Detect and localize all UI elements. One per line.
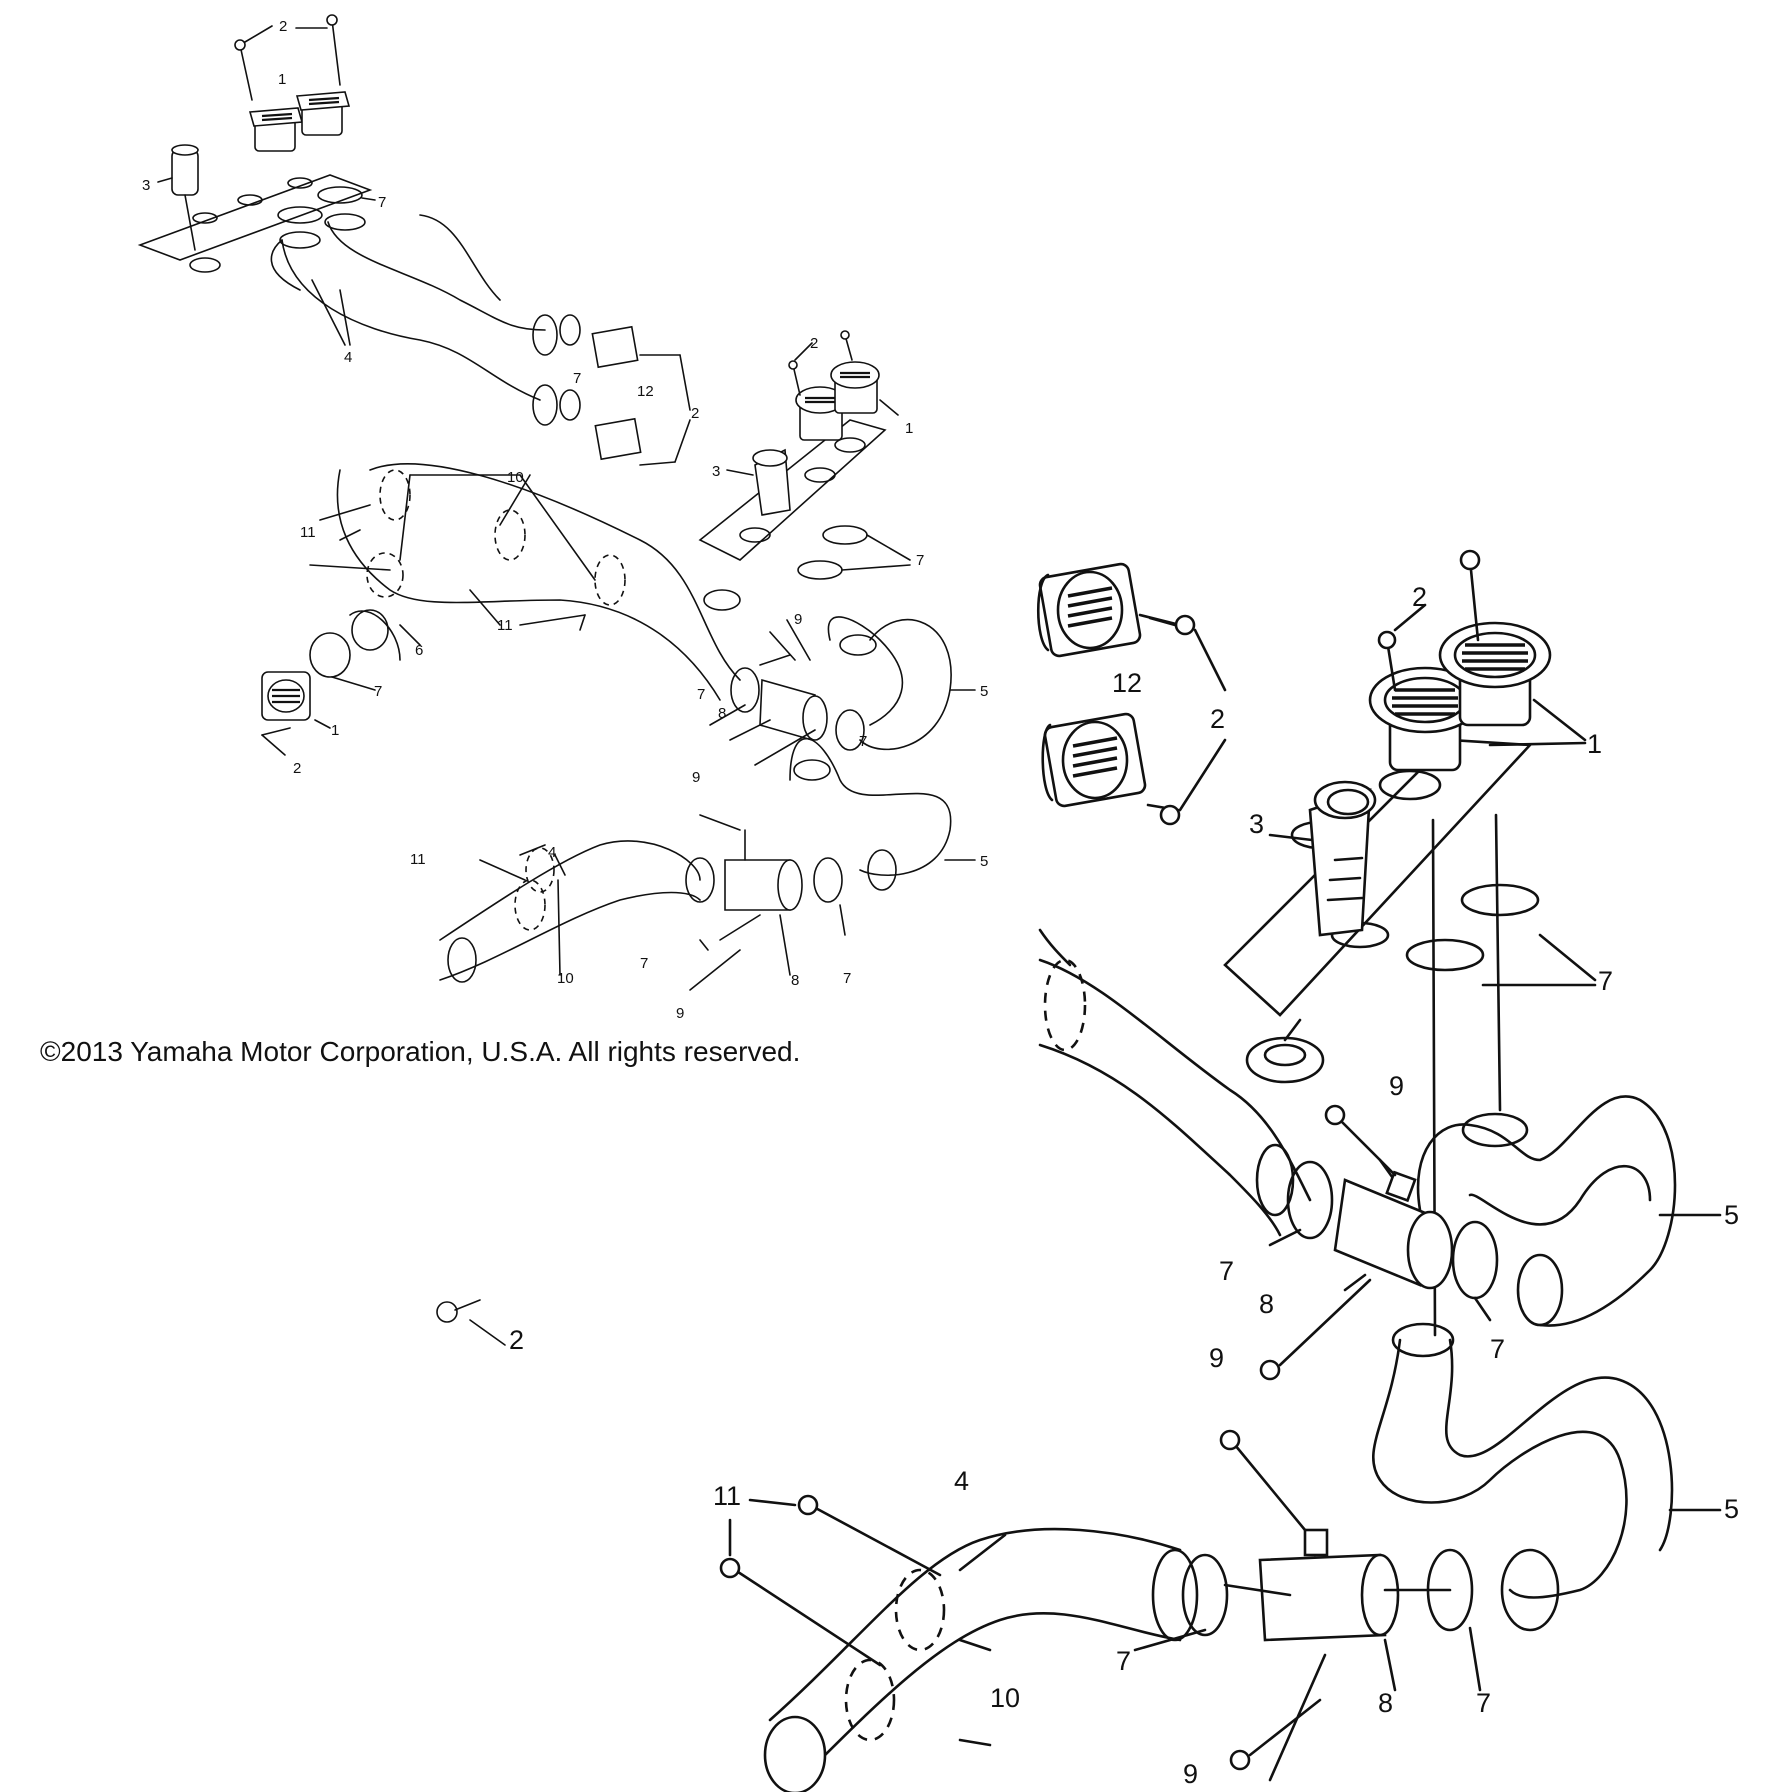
callout-11: 11 <box>410 851 426 868</box>
callout-1: 1 <box>278 71 286 88</box>
mounting-plate <box>137 174 373 261</box>
large-flange-grille-icon <box>1038 562 1147 808</box>
callout-2: 2 <box>279 18 287 35</box>
large-hose-clamp-icon <box>1286 1160 1334 1240</box>
callout-7: 7 <box>697 686 705 703</box>
callout-7: 7 <box>374 683 382 700</box>
large-vent-grille-icon <box>1368 621 1552 772</box>
callout-11: 11 <box>300 524 316 541</box>
callout-1: 1 <box>1587 729 1602 759</box>
callout-7: 7 <box>1116 1646 1131 1676</box>
callout-labels: 2 1 3 7 4 7 12 2 2 1 3 10 11 7 11 9 6 7 … <box>142 18 1739 1789</box>
callout-3: 3 <box>712 463 720 480</box>
large-right-assembly <box>719 549 1722 1792</box>
callout-7: 7 <box>1219 1256 1234 1286</box>
loose-screw-icon <box>436 1299 506 1346</box>
callout-7: 7 <box>640 955 648 972</box>
strainer-icon <box>171 149 199 196</box>
callout-2: 2 <box>810 335 818 352</box>
nut-icon <box>189 257 221 273</box>
callout-2: 2 <box>293 760 301 777</box>
callout-5: 5 <box>980 853 988 870</box>
callout-7: 7 <box>1598 966 1613 996</box>
callout-6: 6 <box>415 642 423 659</box>
callout-1: 1 <box>905 420 913 437</box>
callout-10: 10 <box>990 1683 1020 1713</box>
callout-12: 12 <box>637 383 654 400</box>
upper-left-assembly <box>137 14 691 466</box>
callout-2: 2 <box>691 405 699 422</box>
callout-8: 8 <box>1259 1289 1274 1319</box>
callout-2: 2 <box>1412 582 1427 612</box>
callout-8: 8 <box>718 705 726 722</box>
callout-2: 2 <box>1210 704 1225 734</box>
callout-9: 9 <box>692 769 700 786</box>
callout-7: 7 <box>1490 1334 1505 1364</box>
callout-5: 5 <box>980 683 988 700</box>
callout-9: 9 <box>1183 1759 1198 1789</box>
middle-left-assembly <box>261 330 976 991</box>
callout-4: 4 <box>344 349 352 366</box>
callout-7: 7 <box>573 370 581 387</box>
vent-grille-icon <box>248 91 351 152</box>
callout-7: 7 <box>916 552 924 569</box>
callout-7: 7 <box>378 194 386 211</box>
callout-2: 2 <box>509 1325 524 1355</box>
callout-10: 10 <box>507 469 524 486</box>
callout-3: 3 <box>1249 809 1264 839</box>
callout-9: 9 <box>794 611 802 628</box>
callout-7: 7 <box>1476 1688 1491 1718</box>
callout-11: 11 <box>497 617 513 634</box>
callout-3: 3 <box>142 177 150 194</box>
callout-8: 8 <box>791 972 799 989</box>
callout-8: 8 <box>1378 1688 1393 1718</box>
callout-12: 12 <box>1112 668 1142 698</box>
callout-5: 5 <box>1724 1200 1739 1230</box>
callout-4: 4 <box>548 844 556 861</box>
callout-7: 7 <box>843 970 851 987</box>
callout-9: 9 <box>1389 1071 1404 1101</box>
callout-5: 5 <box>1724 1494 1739 1524</box>
callout-10: 10 <box>557 970 574 987</box>
large-mounting-plate <box>1223 738 1533 1017</box>
callout-11: 11 <box>713 1481 741 1511</box>
copyright-notice: ©2013 Yamaha Motor Corporation, U.S.A. A… <box>40 1036 800 1067</box>
callout-4: 4 <box>954 1466 969 1496</box>
callout-7: 7 <box>859 733 867 750</box>
callout-9: 9 <box>676 1005 684 1022</box>
callout-9: 9 <box>1209 1343 1224 1373</box>
callout-1: 1 <box>331 722 339 739</box>
